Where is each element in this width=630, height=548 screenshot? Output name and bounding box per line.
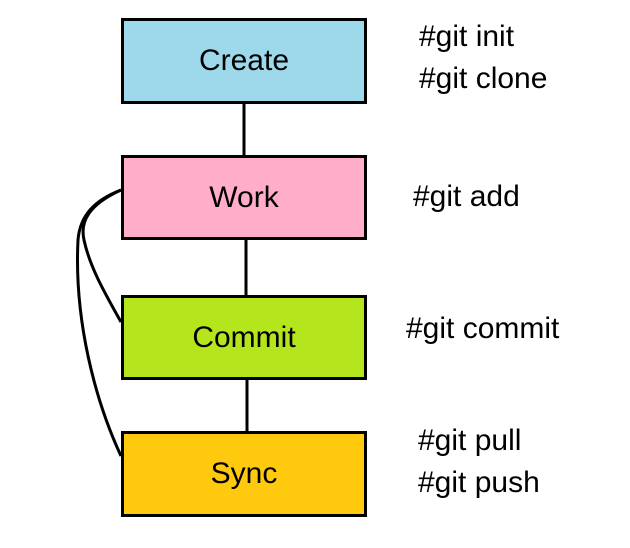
stage-sync-label: Sync — [210, 457, 278, 490]
stage-sync-box: Sync — [121, 431, 367, 517]
stage-commit-label: Commit — [192, 320, 296, 354]
sync-commands: #git pull #git push — [418, 420, 540, 504]
command-git-init: #git init — [419, 20, 515, 53]
command-git-pull: #git pull — [418, 424, 522, 457]
command-git-clone: #git clone — [419, 62, 548, 95]
stage-create-box: Create — [121, 18, 367, 104]
stage-commit-box: Commit — [121, 295, 367, 380]
work-commands: #git add — [413, 176, 520, 218]
commit-commands: #git commit — [406, 308, 559, 350]
loop-work-sync — [76, 188, 123, 457]
command-git-add: #git add — [413, 180, 520, 213]
stage-create-label: Create — [198, 44, 290, 77]
command-git-push: #git push — [418, 466, 540, 499]
create-commands: #git init #git clone — [419, 16, 547, 100]
stage-work-label: Work — [209, 180, 279, 214]
stage-work-box: Work — [121, 155, 367, 240]
command-git-commit: #git commit — [406, 312, 560, 345]
